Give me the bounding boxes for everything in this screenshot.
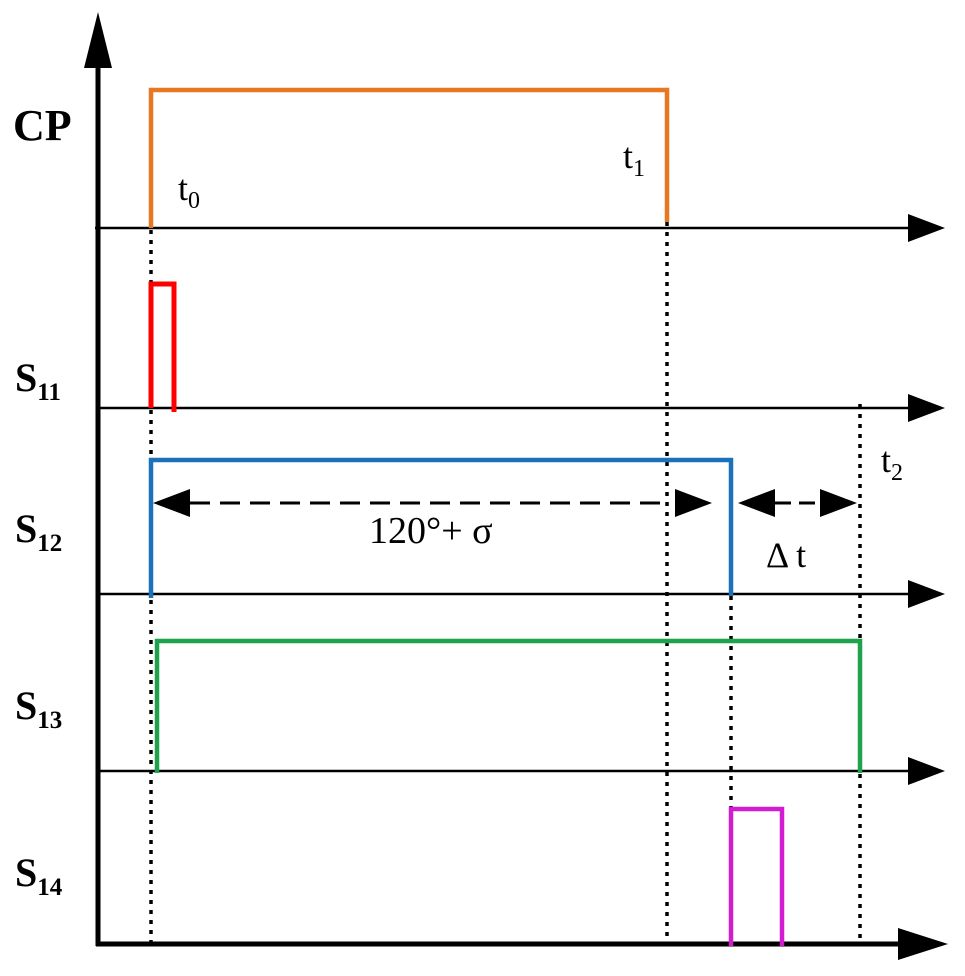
guide-lines [149, 90, 862, 944]
baseline-arrowheads [908, 214, 945, 785]
label-t0: t0 [178, 168, 200, 214]
label-s11: S11 [15, 355, 61, 406]
s12-pulse [148, 457, 734, 598]
delta-t-annotation: Δ t [766, 535, 806, 575]
label-t2: t2 [881, 440, 903, 486]
cp-baseline-arrow [908, 214, 945, 242]
baselines [95, 226, 915, 773]
phase-arrow-left [153, 489, 190, 517]
phase-annotation: 120°+ σ [369, 510, 493, 552]
label-s12: S12 [15, 506, 62, 557]
label-s13: S13 [15, 683, 62, 734]
delta-arrow-left [738, 489, 775, 517]
s14-pulse [728, 806, 785, 946]
label-t1: t1 [623, 136, 645, 182]
vertical-axis-arrowhead [84, 12, 112, 68]
phase-arrow-right [675, 489, 712, 517]
delta-arrow-right [820, 489, 857, 517]
s13-pulse [154, 638, 863, 773]
s13-baseline-arrow [908, 757, 945, 785]
bottom-axis-arrowhead [898, 928, 948, 960]
s11-baseline-arrow [908, 394, 945, 422]
label-cp: CP [13, 101, 72, 150]
s12-baseline-arrow [908, 580, 945, 608]
label-s14: S14 [15, 850, 63, 901]
cp-pulse [148, 87, 670, 228]
s11-pulse [148, 281, 177, 412]
